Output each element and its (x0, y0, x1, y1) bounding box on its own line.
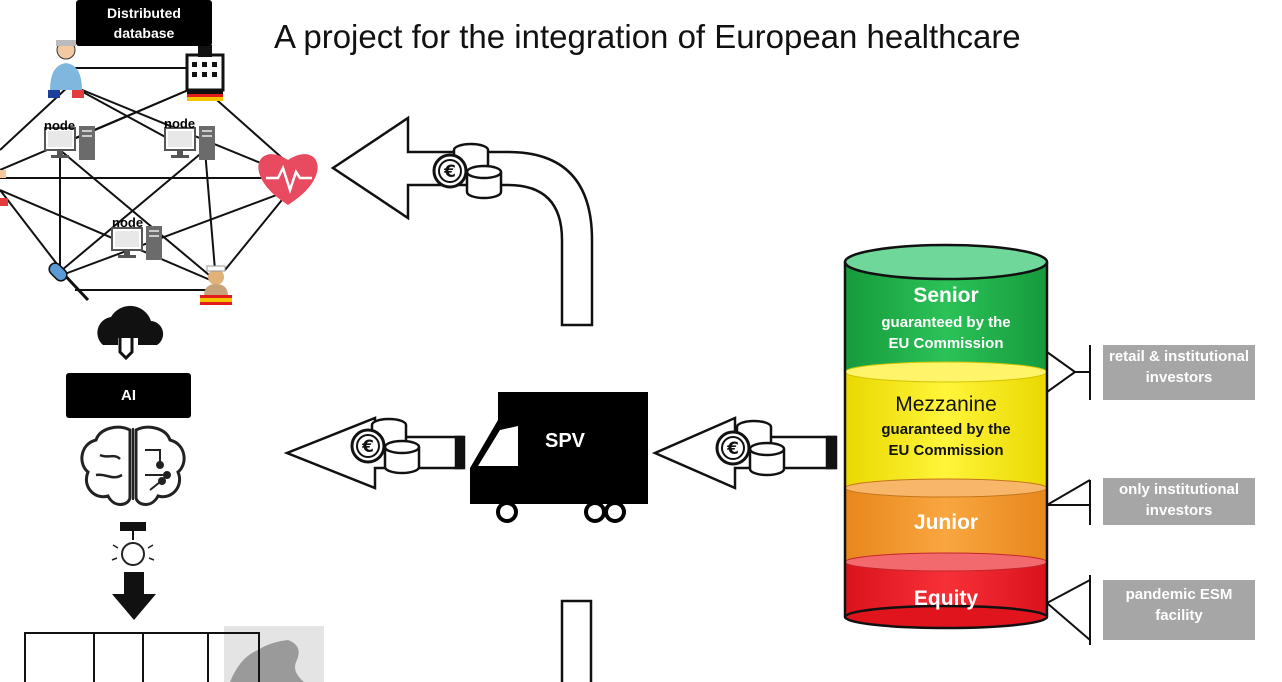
cloud-download-icon (97, 305, 164, 361)
truck-icon (470, 392, 648, 523)
computer-icon (164, 125, 216, 161)
investor-brackets (1046, 345, 1091, 645)
mezzanine-name: Mezzanine (895, 393, 997, 416)
investor-line: investors (1145, 369, 1213, 386)
senior-name: Senior (913, 284, 979, 307)
return-arrow-top (330, 115, 594, 327)
mezzanine-note-1: guaranteed by the (881, 421, 1011, 438)
hospital-icon (185, 45, 225, 101)
brain-icon (80, 425, 186, 506)
investor-box-esm: pandemic ESM facility (1103, 580, 1255, 640)
down-arrow (112, 572, 156, 620)
partial-flag-icon (0, 170, 8, 206)
data-table (24, 626, 324, 682)
investor-line: retail & institutional (1108, 348, 1249, 365)
senior-note-2: EU Commission (888, 335, 1004, 352)
spv-label: SPV (545, 430, 586, 452)
thermometer-icon (48, 262, 90, 302)
db-label-line-1: Distributed (107, 5, 181, 21)
node-label: node (44, 118, 76, 133)
doctor-icon (48, 40, 84, 98)
node-label: node (164, 116, 196, 131)
network-edges (0, 67, 291, 291)
ai-label: AI (66, 373, 191, 418)
investor-line: only institutional (1119, 481, 1239, 498)
mezzanine-tranche: Mezzanine guaranteed by the EU Commissio… (845, 393, 1047, 461)
arrow-stem-bottom (560, 599, 593, 682)
lightbulb-icon (111, 522, 155, 566)
page-title: A project for the integration of Europea… (274, 18, 1021, 55)
investor-box-retail: retail & institutional investors (1103, 345, 1255, 400)
senior-tranche: Senior guaranteed by the EU Commission (845, 284, 1047, 354)
tranche-cylinder (843, 243, 1049, 630)
investor-line: pandemic ESM (1125, 586, 1233, 603)
computer-icon (111, 225, 163, 261)
equity-name: Equity (913, 587, 979, 610)
investor-line: facility (1155, 607, 1203, 624)
db-label-line-2: database (113, 25, 175, 41)
heart-icon (258, 154, 318, 205)
nurse-icon (200, 265, 232, 305)
node-label: node (112, 215, 144, 230)
investor-box-institutional: only institutional investors (1103, 478, 1255, 525)
junior-name: Junior (913, 511, 979, 534)
investor-line: investors (1145, 502, 1213, 519)
senior-note-1: guaranteed by the (881, 314, 1011, 331)
distributed-database-label: Distributed database (76, 0, 212, 46)
mezzanine-note-2: EU Commission (888, 442, 1004, 459)
